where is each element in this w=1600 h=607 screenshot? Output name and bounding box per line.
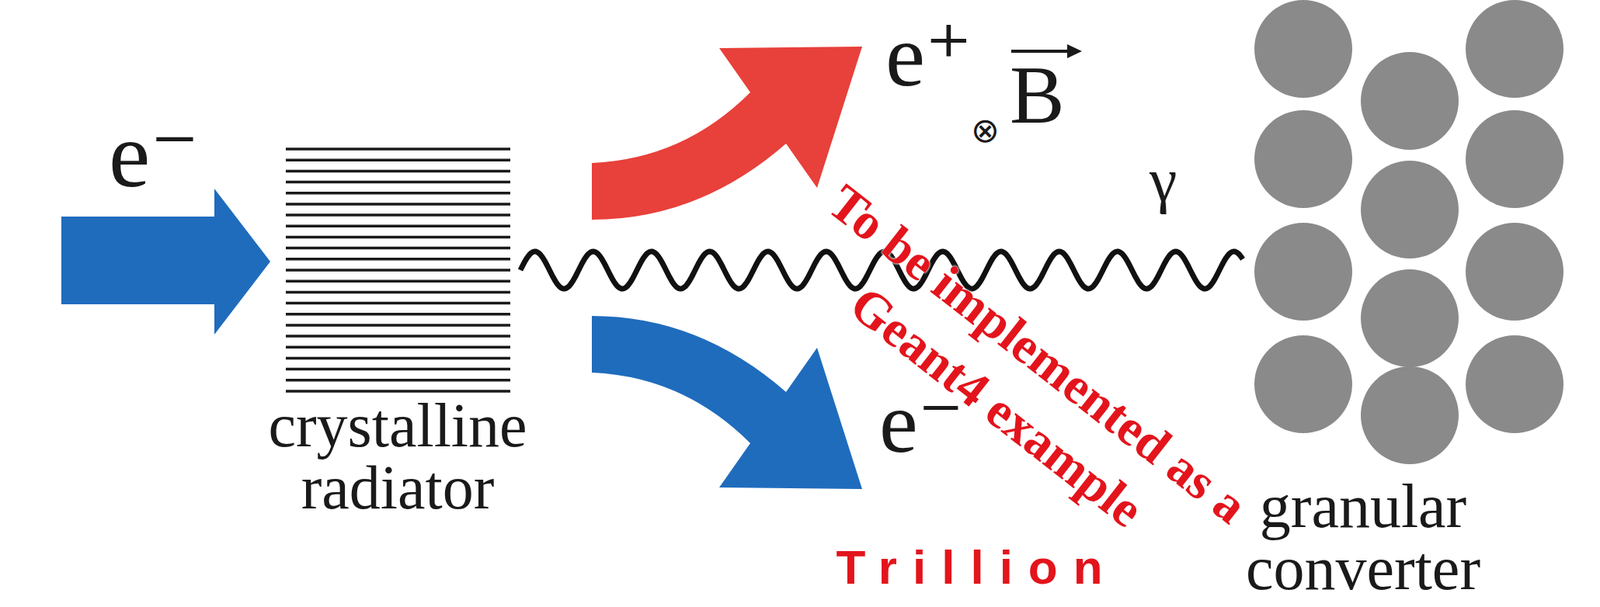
grain <box>1254 0 1353 98</box>
grain <box>1465 222 1564 321</box>
crystal-plane <box>285 346 511 350</box>
crystal-plane <box>285 368 511 372</box>
particle-label: e⁺ <box>885 10 973 101</box>
field-label: B <box>1009 54 1065 137</box>
grain <box>1465 335 1564 434</box>
crystalline-radiator: crystalline radiator <box>242 146 554 519</box>
edge-label: γ <box>1149 149 1177 212</box>
crystal-plane <box>285 268 511 272</box>
node-graphic <box>1242 0 1577 467</box>
crystal-plane <box>285 389 511 394</box>
grain <box>1254 335 1353 434</box>
crystal-plane <box>285 279 511 283</box>
grain <box>1360 160 1459 259</box>
crystal-plane <box>285 302 511 306</box>
crystal-plane <box>285 357 511 361</box>
crystal-plane <box>285 236 511 240</box>
logo-text: Trillion <box>835 543 1118 592</box>
crystal-plane <box>285 158 511 162</box>
crystal-plane <box>285 213 511 217</box>
crystal-plane <box>285 379 511 383</box>
crystal-plane <box>285 202 511 206</box>
vector-arrow <box>1011 49 1071 53</box>
particle-label: e⁻ <box>108 108 200 202</box>
grain <box>1360 269 1459 368</box>
crystal-plane <box>285 170 511 174</box>
grain <box>1360 52 1459 150</box>
incoming-beam-arrow <box>61 188 271 335</box>
crystal-plane <box>285 147 511 151</box>
crystal-plane <box>285 313 511 317</box>
positron-arrow <box>591 46 863 220</box>
grain <box>1254 110 1353 209</box>
crystal-plane <box>285 180 511 185</box>
field-direction-symbol: ⊗ <box>970 113 1000 148</box>
crystal-plane <box>285 323 511 327</box>
grain <box>1360 366 1459 465</box>
watermark: To be implemented as a Geant4 example <box>768 165 1267 596</box>
granular-converter: granular converter <box>1242 0 1577 600</box>
grain <box>1254 222 1353 321</box>
crystal-planes <box>285 149 511 392</box>
crystal-plane <box>285 257 511 261</box>
grain <box>1465 110 1564 209</box>
grain <box>1465 0 1564 98</box>
node-graphic <box>285 146 511 395</box>
node-label: crystalline radiator <box>242 394 554 519</box>
crystal-plane <box>285 191 511 195</box>
crystal-plane <box>285 225 511 229</box>
crystal-plane <box>285 291 511 295</box>
vector-arrowhead <box>1067 44 1082 59</box>
crystal-plane <box>285 246 511 251</box>
electron-arrow <box>591 316 863 490</box>
crystal-plane <box>285 334 511 338</box>
converter-grains <box>1254 0 1564 465</box>
